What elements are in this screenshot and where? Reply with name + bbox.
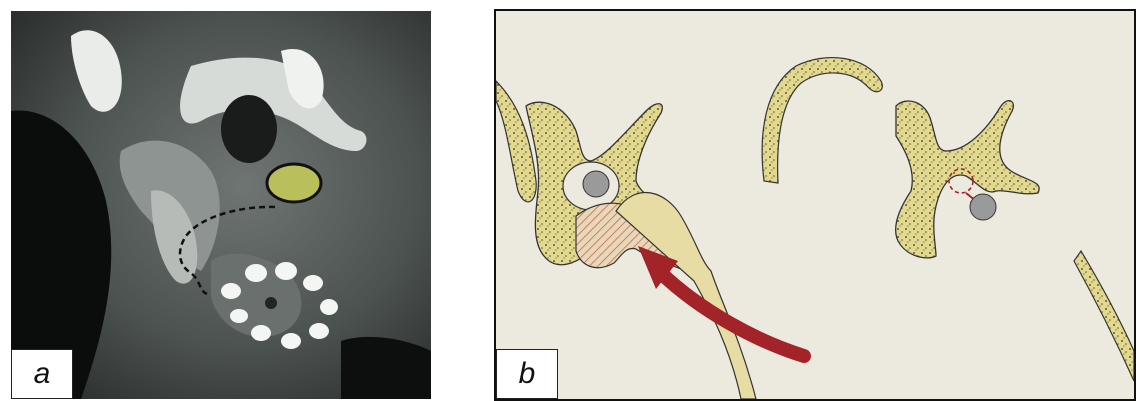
ct-scan-illustration [11, 11, 431, 399]
grey-disc-displaced [970, 194, 996, 220]
panel-b-illustration: b [496, 11, 1134, 399]
grey-disc [583, 171, 609, 197]
panel-a-ct-image: a [11, 11, 431, 399]
anatomical-drawing [496, 11, 1134, 399]
dark-cavity [221, 95, 277, 163]
highlighted-structure-oval [267, 164, 321, 202]
panel-label-b: b [496, 349, 558, 399]
panel-label-a: a [11, 349, 73, 399]
